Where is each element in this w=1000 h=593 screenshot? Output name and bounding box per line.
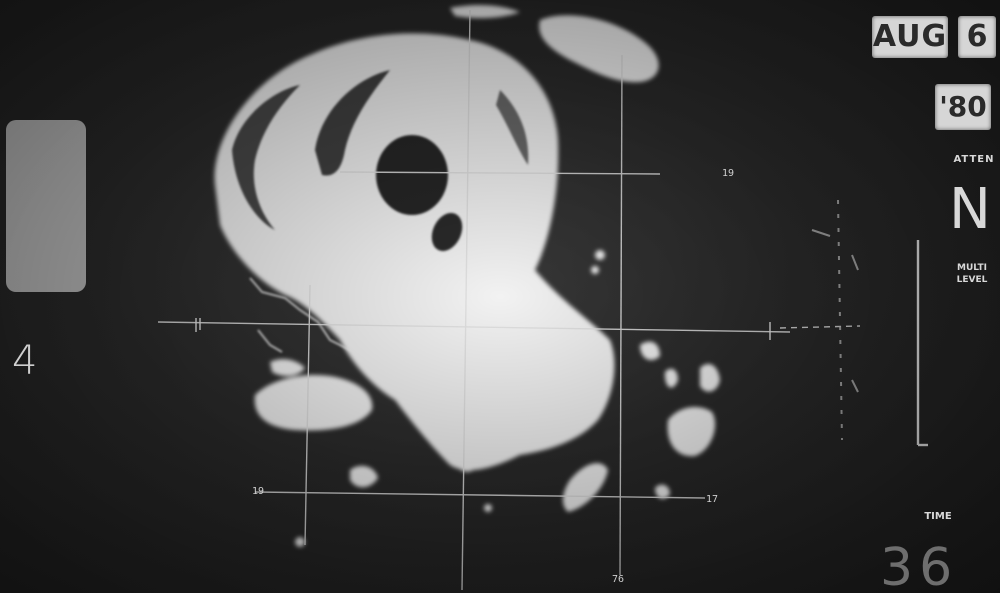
- date-day-badge: 6: [958, 16, 996, 58]
- atten-value: N: [949, 177, 991, 242]
- date-year-badge: '80: [935, 84, 991, 130]
- multi-level-line-1: MULTI: [957, 263, 987, 273]
- grid-label-lat-17-right: 17: [706, 494, 719, 505]
- time-digits: 36: [880, 538, 959, 593]
- multi-level-label: MULTI LEVEL: [948, 262, 996, 286]
- grid-label-lon-76-bottom: 76: [612, 574, 625, 585]
- scope-number: 4: [12, 338, 38, 384]
- date-month-badge: AUG: [872, 16, 948, 58]
- grid-label-lat-19-right: 19: [722, 168, 735, 179]
- time-label: TIME: [924, 511, 952, 522]
- atten-label: ATTEN: [953, 154, 995, 165]
- multi-level-line-2: LEVEL: [956, 275, 988, 285]
- grid-label-lat-19-left: 19: [252, 486, 265, 497]
